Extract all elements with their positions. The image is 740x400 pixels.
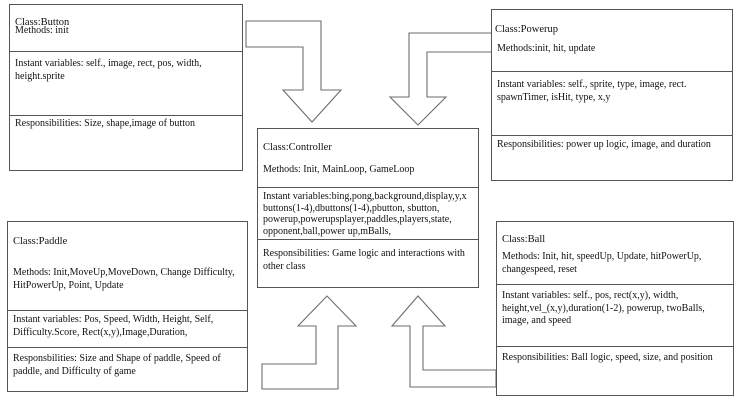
class-variables: Instant variables:bing,pong,background,d…	[258, 187, 478, 239]
class-box-powerup: Class:Powerup Methods:init, hit, update …	[491, 9, 733, 181]
class-methods: Methods: Init,MoveUp,MoveDown, Change Di…	[13, 267, 235, 291]
class-methods: Methods: Init, MainLoop, GameLoop	[263, 164, 415, 175]
class-methods: Methods: init	[15, 25, 69, 36]
class-variables: Instant variables: self., sprite, type, …	[492, 71, 732, 135]
class-name: Class:Button	[15, 17, 70, 28]
class-responsibilities: Responsibilities: Game logic and interac…	[258, 239, 478, 287]
class-box-controller: Class:Controller Methods: Init, MainLoop…	[257, 128, 479, 288]
arrow-paddle-to-controller	[261, 295, 358, 390]
class-variables: Instant variables: Pos, Speed, Width, He…	[8, 310, 247, 347]
class-responsibilities: Responsbilities: Size and Shape of paddl…	[8, 347, 247, 391]
class-responsibilities: Responsibilities: Ball logic, speed, siz…	[497, 346, 733, 395]
class-box-ball: Class:Ball Methods: Init, hit, speedUp, …	[496, 221, 734, 396]
class-methods: Methods: Init, hit, speedUp, Update, hit…	[502, 251, 702, 275]
class-responsibilities: Responsibilities: power up logic, image,…	[492, 135, 732, 183]
class-variables: Instant variables: self., pos, rect(x,y)…	[497, 284, 733, 346]
class-box-paddle: Class:Paddle Methods: Init,MoveUp,MoveDo…	[7, 221, 248, 392]
class-name: Class:Powerup	[495, 24, 558, 35]
class-name: Class:Controller	[263, 142, 332, 153]
class-name: Class:Paddle	[13, 236, 68, 247]
class-methods: Methods:init, hit, update	[497, 43, 596, 54]
class-name: Class:Ball	[502, 234, 546, 245]
arrow-button-to-controller	[245, 20, 343, 123]
class-box-button: Class:Button Methods: init Instant varia…	[9, 4, 243, 171]
class-variables: Instant variables: self., image, rect, p…	[10, 51, 242, 115]
arrow-powerup-to-controller	[388, 32, 493, 126]
class-responsibilities: Responsibilities: Size, shape,image of b…	[10, 115, 242, 158]
arrow-ball-to-controller	[390, 295, 497, 388]
